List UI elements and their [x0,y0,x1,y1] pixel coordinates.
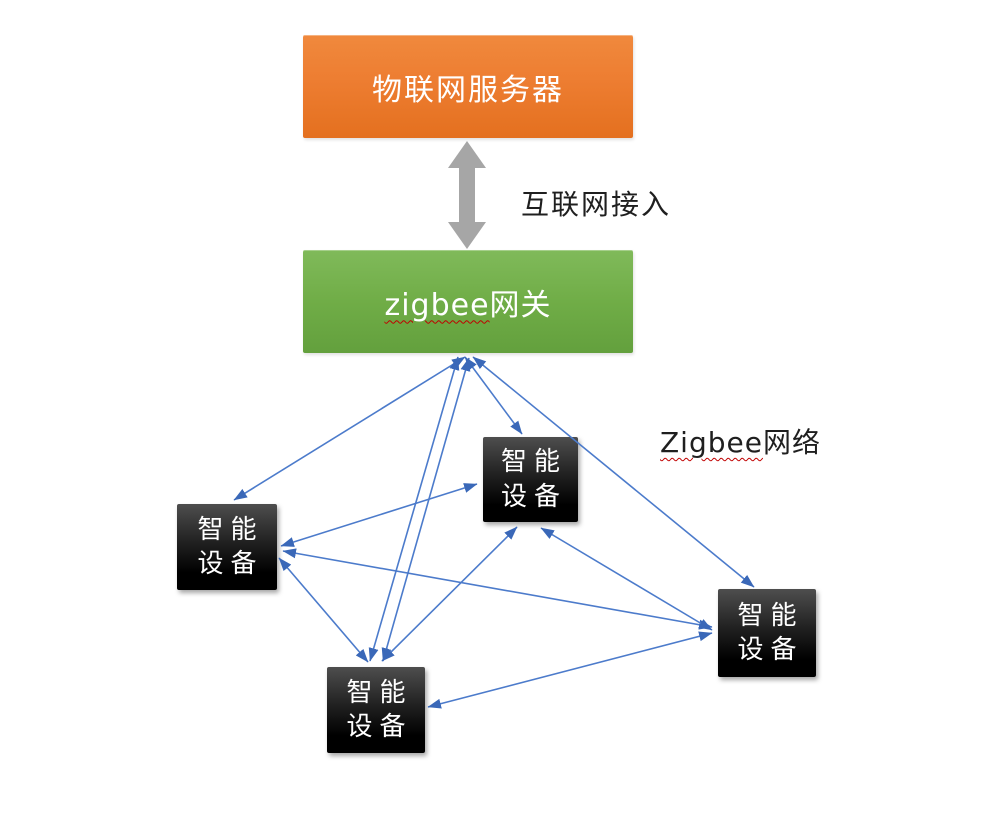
network-label-cjk: 网络 [762,426,821,459]
mesh-arrow [381,357,471,662]
zigbee-network-label: Zigbee网络 [660,421,821,461]
internet-double-arrow-icon [448,141,486,249]
mesh-arrow [540,527,713,631]
device-label-line2: 设备 [737,635,804,665]
device-label-line2: 设备 [346,712,413,742]
device-label-line1: 智能 [500,447,567,478]
device-label-line2: 设备 [197,549,264,579]
gateway-label-cjk: 网关 [489,287,552,323]
mesh-arrow [368,356,460,662]
smart-device-box-bottom: 智能 设备 [327,667,425,753]
mesh-arrow [464,356,523,435]
gateway-label-latin: zigbee [384,287,490,323]
iot-server-box: 物联网服务器 [303,35,633,138]
mesh-arrow [278,557,369,663]
device-label-line1: 智能 [346,677,413,708]
iot-server-label: 物联网服务器 [372,72,564,108]
mesh-arrow [233,356,466,501]
internet-access-label: 互联网接入 [521,188,672,221]
mesh-arrow [282,548,713,630]
smart-device-box-right: 智能 设备 [718,589,816,677]
network-label-latin: Zigbee [660,426,763,459]
zigbee-gateway-label: zigbee网关 [384,280,551,324]
smart-device-box-left: 智能 设备 [177,504,277,590]
smart-device-box-center: 智能 设备 [483,437,578,522]
mesh-arrow [381,526,518,662]
device-label-line1: 智能 [737,600,804,631]
mesh-arrow [280,483,478,547]
device-label-line2: 设备 [500,481,567,512]
device-label-line1: 智能 [197,514,264,545]
mesh-arrow [427,631,713,709]
zigbee-gateway-box: zigbee网关 [303,250,633,353]
zigbee-mesh-arrows [233,356,755,709]
